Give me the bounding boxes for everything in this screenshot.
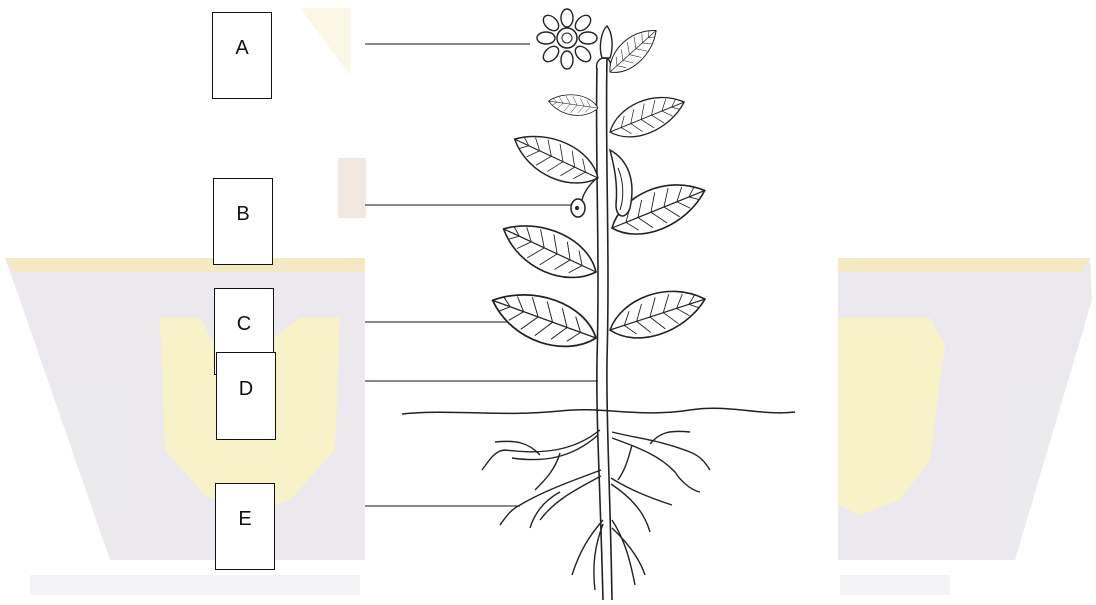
label-b-text: B [236, 203, 249, 226]
roots [482, 430, 710, 590]
label-box-a[interactable]: A [212, 12, 272, 99]
ground-line [402, 408, 795, 414]
label-e-text: E [238, 508, 251, 531]
label-box-b[interactable]: B [213, 178, 273, 265]
label-c-text: C [237, 313, 251, 336]
label-d-text: D [239, 378, 253, 401]
flower [537, 9, 612, 70]
label-a-text: A [235, 37, 248, 60]
label-box-d[interactable]: D [216, 352, 276, 440]
label-box-e[interactable]: E [215, 483, 275, 570]
